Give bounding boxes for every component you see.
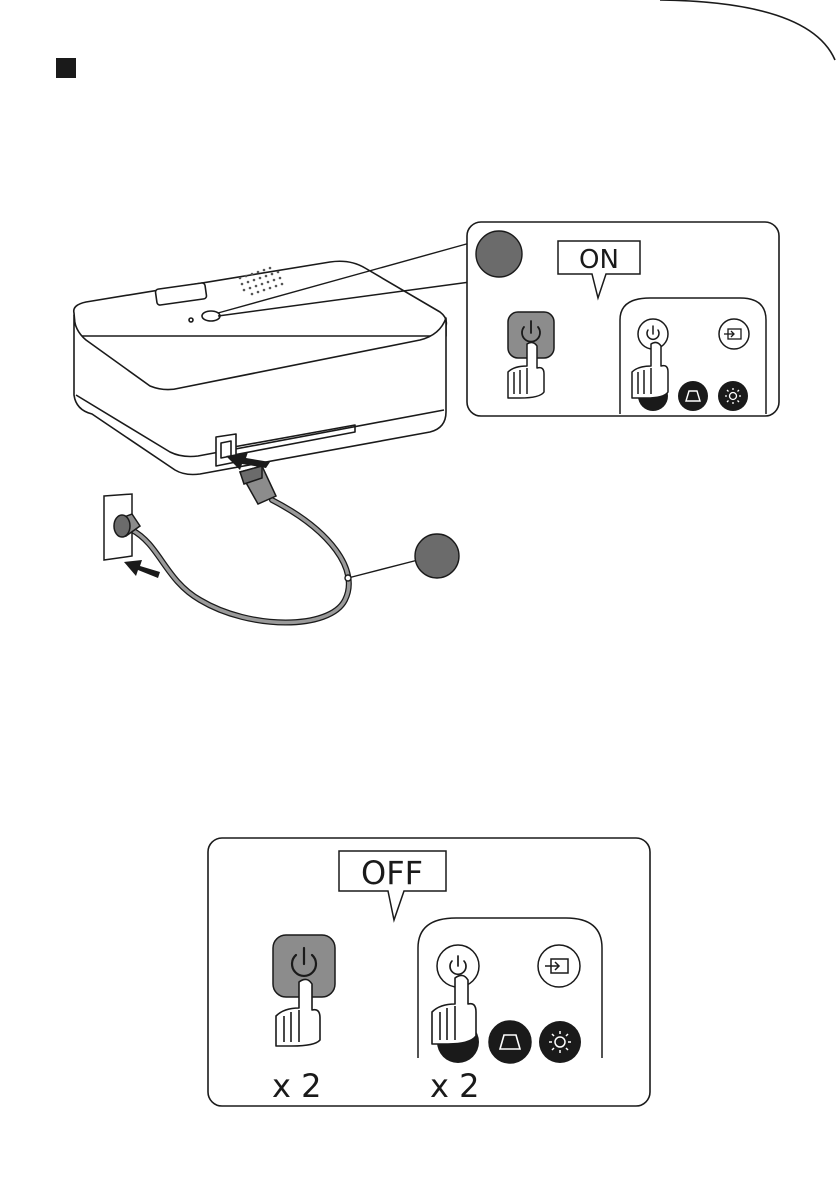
off-label: OFF	[361, 854, 423, 892]
remote-keystone-button	[678, 381, 708, 411]
appliance-connector	[240, 466, 276, 504]
remote-source-button	[538, 945, 580, 987]
remote-keystone-button	[489, 1021, 531, 1063]
section-marker	[56, 58, 76, 78]
on-label: ON	[579, 245, 619, 275]
page-corner-curve	[660, 0, 835, 60]
off-callout-box: OFF	[208, 838, 650, 1106]
power-cable	[104, 466, 349, 623]
projector-power-button	[202, 311, 220, 321]
wall-outlet	[104, 494, 140, 560]
step-badge-power	[476, 231, 522, 277]
press-count-projector: x 2	[272, 1067, 321, 1105]
remote-brightness-button	[539, 1021, 581, 1063]
remote-source-button	[719, 319, 749, 349]
projector-top	[74, 261, 447, 336]
press-count-remote: x 2	[430, 1067, 479, 1105]
remote-brightness-button	[718, 381, 748, 411]
on-callout-box: ON	[467, 222, 779, 416]
projector-indicator	[189, 318, 193, 322]
step-badge-cable	[345, 534, 459, 581]
